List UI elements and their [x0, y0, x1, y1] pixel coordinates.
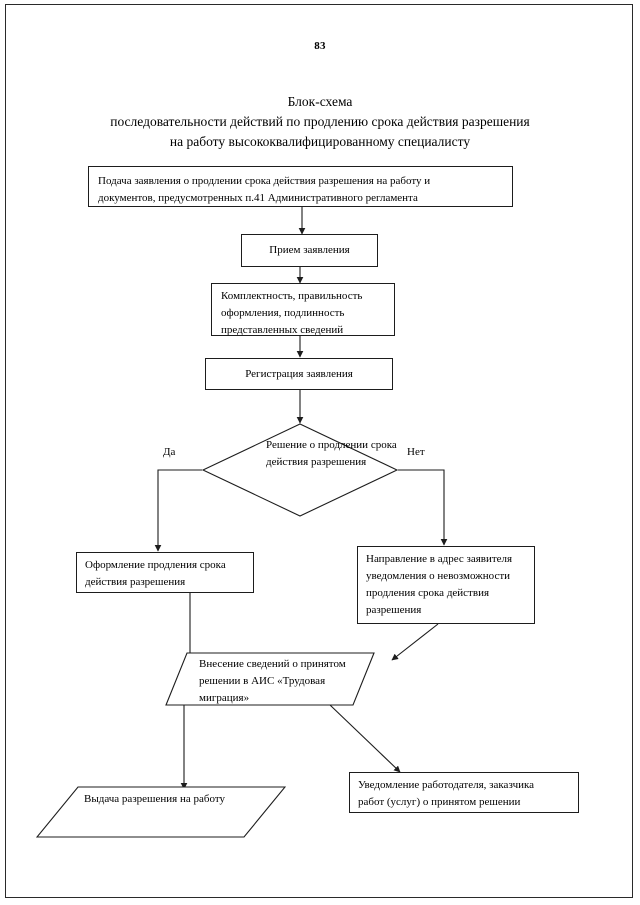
- n9-line-1: Выдача разрешения на: [84, 793, 191, 805]
- parallelogram-shape: [165, 652, 375, 706]
- n8-line-3: «Трудовая миграция»: [199, 675, 326, 704]
- branch-label-yes: Да: [163, 446, 176, 458]
- n5-line-3: действия разрешения: [266, 456, 367, 468]
- n7-line-3: продления срока действия: [366, 587, 490, 599]
- flow-node-refusal-notification: Направление в адрес заявителя уведомлени…: [357, 546, 535, 624]
- diamond-shape: [202, 423, 398, 517]
- n10-line-2: работ (услуг) о принятом решении: [358, 796, 521, 808]
- page-title: Блок-схема последовательности действий п…: [70, 92, 570, 152]
- flow-node-record-in-ais: Внесение сведений о принятом решении в А…: [165, 652, 375, 706]
- branch-label-no: Нет: [407, 446, 425, 458]
- flow-node-application-receipt: Прием заявления: [241, 234, 378, 267]
- n1-line-1: Подача заявления о продлении срока дейст…: [98, 175, 431, 187]
- flow-node-employer-notification: Уведомление работодателя, заказчика рабо…: [349, 772, 579, 813]
- n5-line-1: Решение о: [266, 439, 316, 451]
- n8-text: Внесение сведений о принятом решении в А…: [199, 656, 369, 707]
- flow-node-issue-extension: Оформление продления срока действия разр…: [76, 552, 254, 593]
- n3-line-3: представленных сведений: [221, 324, 344, 336]
- edge-n7-n8: [391, 623, 439, 661]
- n3-line-1: Комплектность, правильность: [221, 290, 363, 302]
- title-line-1: Блок-схема: [287, 94, 353, 109]
- n3-line-2: оформления, подлинность: [221, 307, 345, 319]
- n9-line-2: работу: [193, 793, 226, 805]
- title-line-3: на работу высококвалифицированному специ…: [169, 134, 471, 149]
- n8-line-1: Внесение сведений о: [199, 658, 298, 670]
- n7-line-1: Направление в адрес заявителя: [366, 553, 513, 565]
- n4-line-1: Регистрация заявления: [245, 367, 353, 380]
- flow-node-permit-issuance: Выдача разрешения на работу: [36, 786, 286, 838]
- edge-n5-n7-no: [398, 469, 448, 546]
- title-line-2: последовательности действий по продлению…: [110, 114, 530, 129]
- n9-text: Выдача разрешения на работу: [84, 791, 274, 808]
- parallelogram-shape-2: [36, 786, 286, 838]
- n6-line-2: действия разрешения: [85, 576, 186, 588]
- n5-line-2: продлении срока: [317, 439, 397, 451]
- flow-node-application-registration: Регистрация заявления: [205, 358, 393, 390]
- n1-line-2: документов, предусмотренных п.41 Админис…: [98, 192, 418, 204]
- edge-n8-n10: [329, 704, 401, 773]
- n7-line-4: разрешения: [366, 604, 422, 616]
- decision-text: Решение о продлении срока действия разре…: [266, 437, 416, 471]
- n10-line-1: Уведомление работодателя, заказчика: [358, 779, 535, 791]
- n2-line-1: Прием заявления: [269, 244, 350, 256]
- n6-line-1: Оформление продления срока: [85, 559, 226, 571]
- page-number: 83: [314, 40, 326, 52]
- n7-line-2: уведомления о невозможности: [366, 570, 511, 582]
- flow-node-completeness-check: Комплектность, правильность оформления, …: [211, 283, 395, 336]
- n8-line-2: принятом решении в АИС: [199, 658, 346, 687]
- flow-node-application-submission: Подача заявления о продлении срока дейст…: [88, 166, 513, 207]
- edge-n5-n6-yes: [154, 469, 202, 552]
- flow-node-decision-extend-permit: Решение о продлении срока действия разре…: [202, 423, 398, 517]
